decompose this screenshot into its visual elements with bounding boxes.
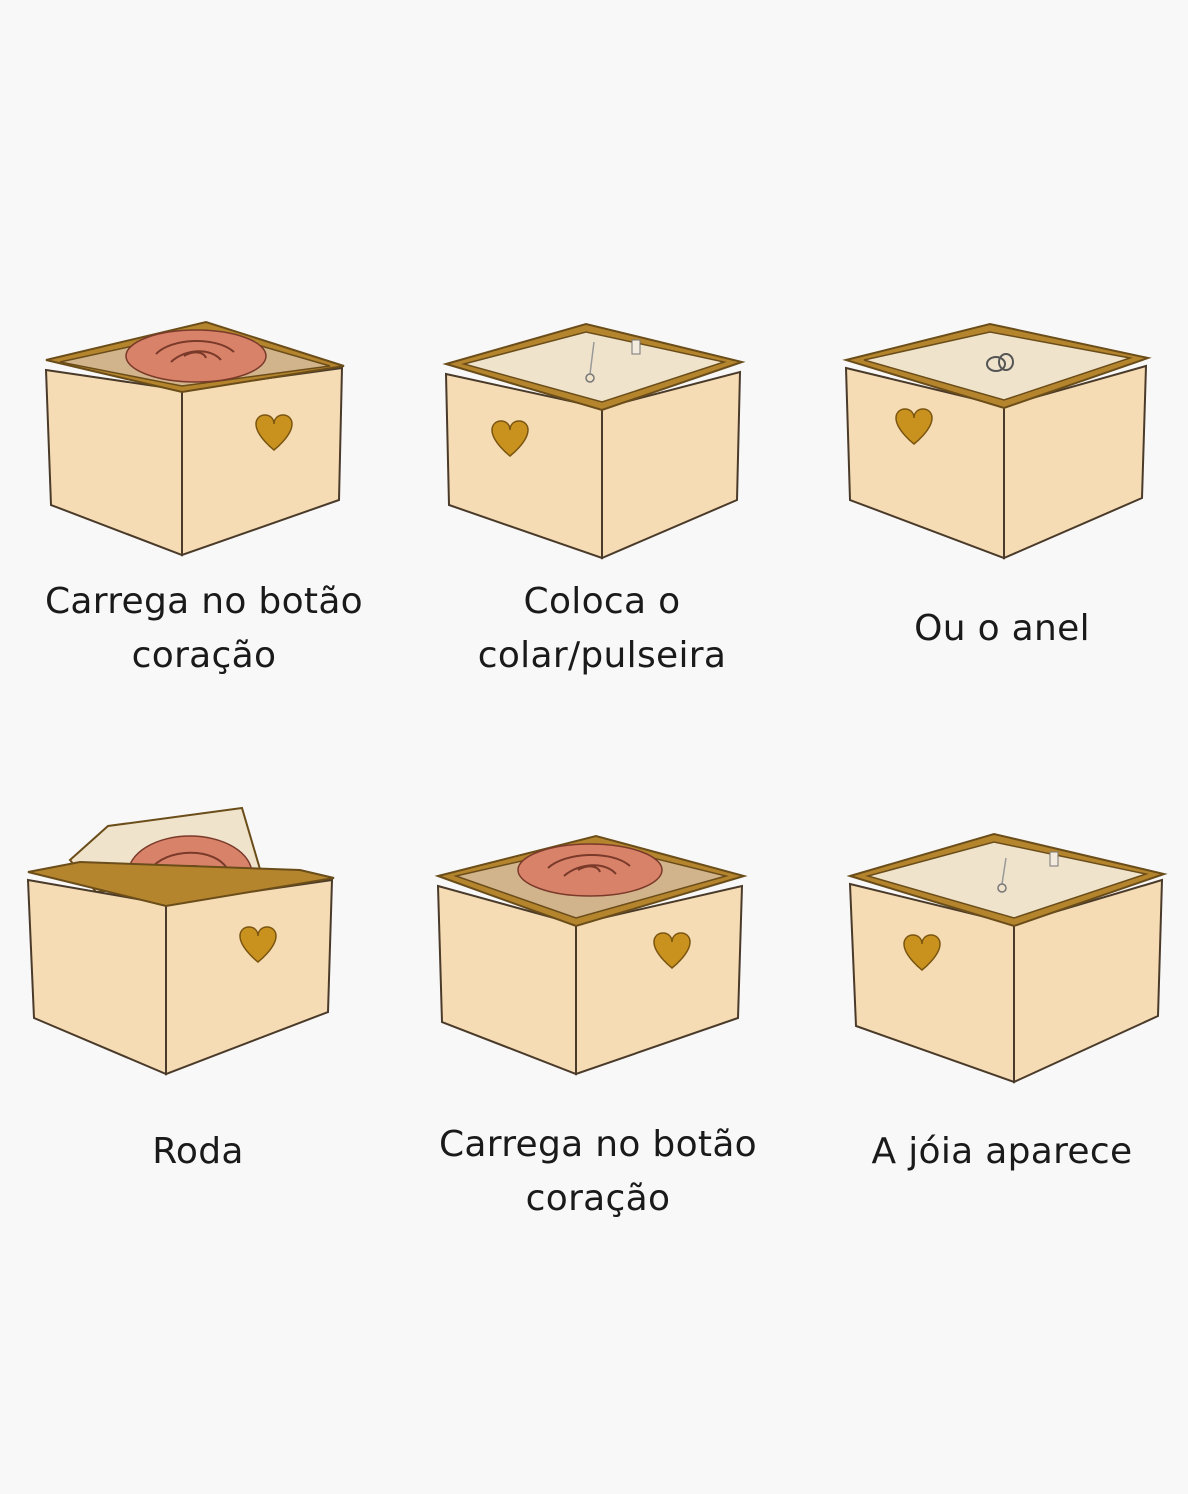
caption-line-1: Carrega no botão [44, 581, 364, 622]
step-6: A jóia aparece [804, 800, 1188, 1260]
caption-line-1: Ou o anel [914, 608, 1090, 649]
step-5: Carrega no botão coração [400, 800, 796, 1260]
heart-icon [239, 926, 277, 963]
jewelry-box-rose-illustration [434, 834, 748, 1076]
box-body [436, 884, 744, 1076]
box-body [844, 364, 1148, 560]
caption-line-2: colar/pulseira [477, 635, 727, 676]
ring-icon [986, 353, 1014, 372]
caption-line-1: Roda [152, 1131, 244, 1172]
caption-line-1: Carrega no botão [438, 1124, 758, 1165]
jewelry-box-rose-illustration [44, 320, 345, 557]
jewelry-box-ring-illustration [842, 322, 1152, 560]
necklace-icon [997, 851, 1059, 893]
step-2: Coloca o colar/pulseira [404, 290, 800, 750]
caption-line-1: A jóia aparece [871, 1131, 1133, 1172]
step-caption: Roda [20, 1125, 376, 1179]
box-rim [846, 832, 1168, 928]
caption-line-2: coração [525, 1178, 671, 1219]
step-caption: Coloca o colar/pulseira [424, 575, 780, 683]
heart-icon [653, 932, 691, 969]
jewelry-box-rotating-rose-illustration [26, 806, 335, 1076]
heart-icon [895, 408, 933, 445]
rose-icon [517, 843, 663, 897]
jewelry-box-necklace-illustration [442, 322, 746, 560]
box-body [848, 878, 1164, 1084]
step-3: Ou o anel [804, 290, 1188, 750]
box-body [44, 366, 344, 557]
jewelry-box-necklace-illustration [846, 832, 1168, 1084]
box-rim [842, 322, 1152, 410]
heart-icon [903, 934, 941, 971]
step-4: Roda [0, 800, 396, 1260]
box-rim [442, 322, 746, 412]
necklace-icon [585, 339, 641, 383]
caption-line-2: coração [131, 635, 277, 676]
caption-line-1: Coloca o [523, 581, 681, 622]
rose-icon [125, 329, 267, 383]
box-rim [27, 860, 335, 908]
box-body [26, 878, 334, 1076]
step-1: Carrega no botão coração [6, 290, 402, 750]
step-caption: Ou o anel [824, 602, 1180, 656]
step-caption: A jóia aparece [824, 1125, 1180, 1179]
box-body [444, 370, 742, 560]
step-caption: Carrega no botão coração [26, 575, 382, 683]
step-caption: Carrega no botão coração [420, 1118, 776, 1226]
heart-icon [491, 420, 529, 457]
heart-icon [255, 414, 293, 451]
